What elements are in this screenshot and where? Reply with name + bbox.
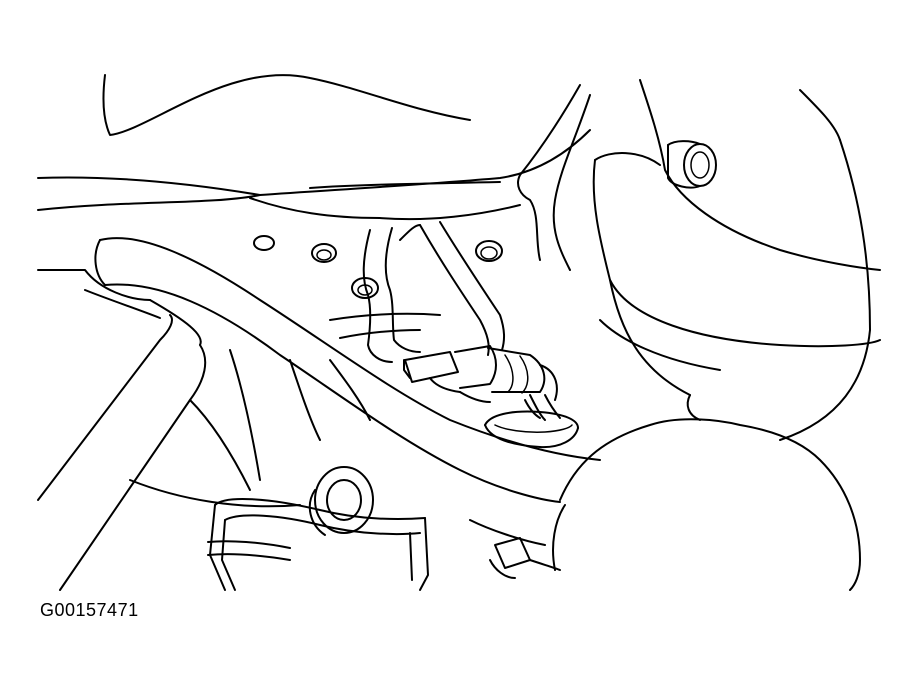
wire-clip [489, 537, 561, 579]
lower-frame [129, 349, 546, 546]
crossmember [94, 237, 601, 503]
bolt-upper-right [667, 140, 717, 189]
figure-code: G00157471 [40, 600, 139, 620]
wire-harness-rail [207, 498, 429, 591]
sensor-connector [403, 345, 558, 421]
subframe-bracket [517, 79, 881, 441]
sensor-wire [329, 221, 506, 363]
body-panel [37, 74, 591, 221]
left-strut [37, 269, 207, 591]
sensor-grommet [484, 394, 579, 449]
bushing [308, 466, 374, 536]
panel-bolts [253, 235, 503, 299]
round-housing [552, 394, 861, 591]
